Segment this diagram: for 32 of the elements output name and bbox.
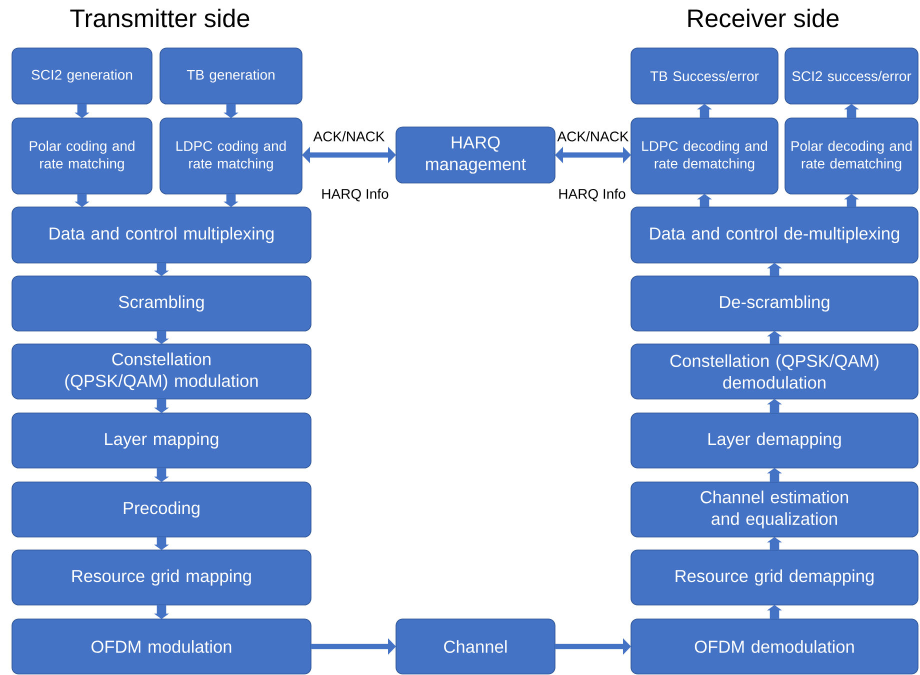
signal-label: HARQ Info <box>322 188 388 202</box>
process-box: Channel <box>396 618 556 674</box>
process-box: Precoding <box>12 482 312 538</box>
signal-label: HARQ Info <box>559 188 626 202</box>
process-box: SCI2 success/error <box>784 48 918 104</box>
process-box: TB generation <box>160 48 302 104</box>
edge-label: ACK/NACK <box>313 131 385 142</box>
heading: Receiver side <box>688 8 839 28</box>
process-box: Channel estimation and equalization <box>630 482 918 538</box>
process-box: Constellation (QPSK/QAM) demodulation <box>630 344 918 400</box>
process-box: Resource grid mapping <box>12 550 312 606</box>
process-box: Data and control de-multiplexing <box>630 206 918 264</box>
process-box: Polar coding and rate matching <box>12 118 152 194</box>
edge-label: ACK/NACK <box>557 131 629 142</box>
process-box: Layer demapping <box>630 412 918 468</box>
process-box: OFDM demodulation <box>630 618 918 674</box>
process-box: Polar decoding and rate dematching <box>784 118 918 194</box>
process-box: De-scrambling <box>630 276 918 332</box>
arrow <box>555 146 631 164</box>
process-box: HARQ management <box>396 126 556 184</box>
process-box: LDPC decoding and rate dematching <box>630 118 778 194</box>
process-box: Resource grid demapping <box>630 550 918 606</box>
process-box: SCI2 generation <box>12 48 152 104</box>
process-box: TB Success/error <box>630 48 778 104</box>
arrow <box>302 146 396 164</box>
process-box: OFDM modulation <box>12 618 312 674</box>
process-box: Layer mapping <box>12 412 312 468</box>
process-box: Data and control multiplexing <box>12 206 312 264</box>
process-box: Constellation (QPSK/QAM) modulation <box>12 344 312 400</box>
process-box: Scrambling <box>12 276 312 332</box>
heading: Transmitter side <box>70 8 250 28</box>
process-box: LDPC coding and rate matching <box>160 118 302 194</box>
